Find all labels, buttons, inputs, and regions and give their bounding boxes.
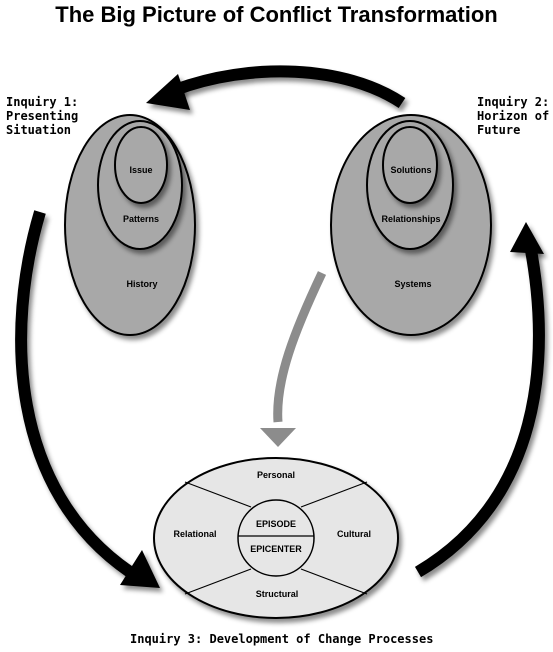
divider-top-right [300,481,368,508]
divider-top-left [184,481,252,508]
structural-label: Structural [256,589,299,599]
inquiry-2-line-3: Future [477,123,521,137]
gray-arrow [273,271,327,423]
cultural-label: Cultural [337,529,371,539]
epicenter-label: EPICENTER [250,544,302,554]
history-label: History [126,279,157,289]
left-arrow-head [120,550,160,588]
left-circle-group: Issue Patterns History [64,114,196,336]
solutions-ellipse [382,126,438,204]
inquiry-1-line-1: Inquiry 1: [6,95,79,109]
inquiry-2-label: Inquiry 2: Horizon of Future [477,95,549,137]
relational-label: Relational [173,529,216,539]
top-arrow-head [146,74,190,110]
divider-bottom-right [300,568,368,595]
relationships-label: Relationships [381,214,440,224]
inquiry-1-line-2: Presenting [6,109,79,123]
personal-label: Personal [257,470,295,480]
epicenter-circle [237,499,315,577]
top-arrow [172,65,406,109]
bottom-ellipse-group: Personal Relational Cultural Structural … [153,457,399,619]
solutions-label: Solutions [391,165,432,175]
inquiry-2-line-1: Inquiry 2: [477,95,550,109]
left-arrow [15,210,134,577]
episode-label: EPISODE [256,519,296,529]
inquiry-3-label: Inquiry 3: Development of Change Process… [130,632,434,646]
inquiry-1-line-3: Situation [6,123,72,137]
issue-label: Issue [129,165,152,175]
systems-label: Systems [394,279,431,289]
gray-arrow-head [260,428,296,447]
diagram-title: The Big Picture of Conflict Transformati… [55,2,498,27]
right-arrow-head [510,222,544,254]
patterns-label: Patterns [123,214,159,224]
inquiry-1-label: Inquiry 1: Presenting Situation [6,95,78,137]
issue-ellipse [114,126,168,204]
right-circle-group: Solutions Relationships Systems [330,114,492,336]
inquiry-2-line-2: Horizon of [477,109,550,123]
right-arrow [414,243,545,578]
divider-bottom-left [184,568,252,595]
